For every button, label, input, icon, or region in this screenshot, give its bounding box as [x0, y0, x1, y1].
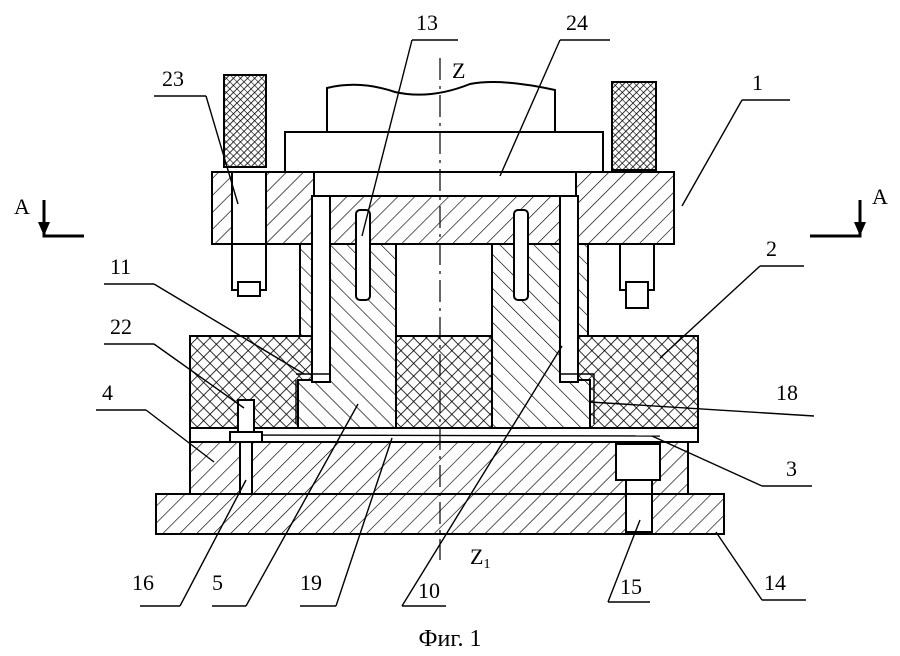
leader-22: 22 — [104, 314, 245, 409]
svg-text:16: 16 — [132, 570, 154, 595]
leader-5: 5 — [212, 403, 359, 607]
leader-2: 2 — [659, 236, 804, 359]
svg-text:22: 22 — [110, 314, 132, 339]
svg-text:19: 19 — [300, 570, 322, 595]
die-block — [189, 335, 699, 429]
ejector-18 — [560, 373, 595, 424]
svg-text:18: 18 — [776, 380, 798, 405]
leader-14: 14 — [715, 531, 806, 601]
leader-19: 19 — [300, 437, 393, 607]
pin-22-head — [229, 431, 263, 443]
section-mark-left: A — [14, 194, 84, 238]
ejector-channel-left — [311, 195, 331, 383]
leader-13: 13 — [361, 10, 458, 237]
axis-top-label: Z — [452, 58, 465, 83]
svg-text:14: 14 — [764, 570, 786, 595]
leader-23: 23 — [154, 66, 239, 205]
left-guide-pillar — [223, 74, 267, 168]
section-mark-right: A — [810, 184, 888, 238]
pin-13-right — [513, 209, 529, 301]
bolt-15-head — [615, 443, 661, 481]
ram-shank — [326, 81, 556, 133]
left-guide-rod-end — [237, 281, 261, 297]
leader-18: 18 — [589, 380, 815, 417]
svg-text:2: 2 — [766, 236, 777, 261]
right-guide-pillar — [611, 81, 657, 171]
svg-text:3: 3 — [786, 456, 797, 481]
svg-text:13: 13 — [416, 10, 438, 35]
svg-text:10: 10 — [418, 578, 440, 603]
leader-1: 1 — [681, 70, 790, 207]
upper-plate — [284, 131, 604, 173]
base-bolt-gap — [625, 493, 653, 533]
axis-bottom-label: Z1 — [470, 544, 490, 572]
svg-text:1: 1 — [752, 70, 763, 95]
leader-24: 24 — [499, 10, 610, 177]
left-bushing — [231, 171, 267, 245]
svg-text:11: 11 — [110, 254, 131, 279]
ejector-channel-right — [559, 195, 579, 383]
ejector-11 — [295, 373, 330, 424]
pin-16 — [239, 441, 253, 495]
top-plate-cavity — [313, 171, 577, 197]
svg-text:4: 4 — [102, 380, 113, 405]
lower-die-plate — [189, 441, 689, 495]
leader-3: 3 — [651, 435, 812, 487]
svg-text:23: 23 — [162, 66, 184, 91]
leader-15: 15 — [607, 519, 650, 603]
svg-text:15: 15 — [620, 574, 642, 599]
leader-11: 11 — [104, 254, 305, 375]
svg-text:24: 24 — [566, 10, 588, 35]
figure-caption: Фиг. 1 — [419, 626, 482, 652]
svg-text:A: A — [14, 194, 30, 219]
svg-text:5: 5 — [212, 570, 223, 595]
pin-13-left — [355, 209, 371, 301]
leader-4: 4 — [96, 380, 215, 463]
leader-16: 16 — [132, 479, 247, 607]
leader-10: 10 — [401, 345, 563, 607]
svg-text:A: A — [872, 184, 888, 209]
right-guide-rod-end — [625, 281, 649, 309]
